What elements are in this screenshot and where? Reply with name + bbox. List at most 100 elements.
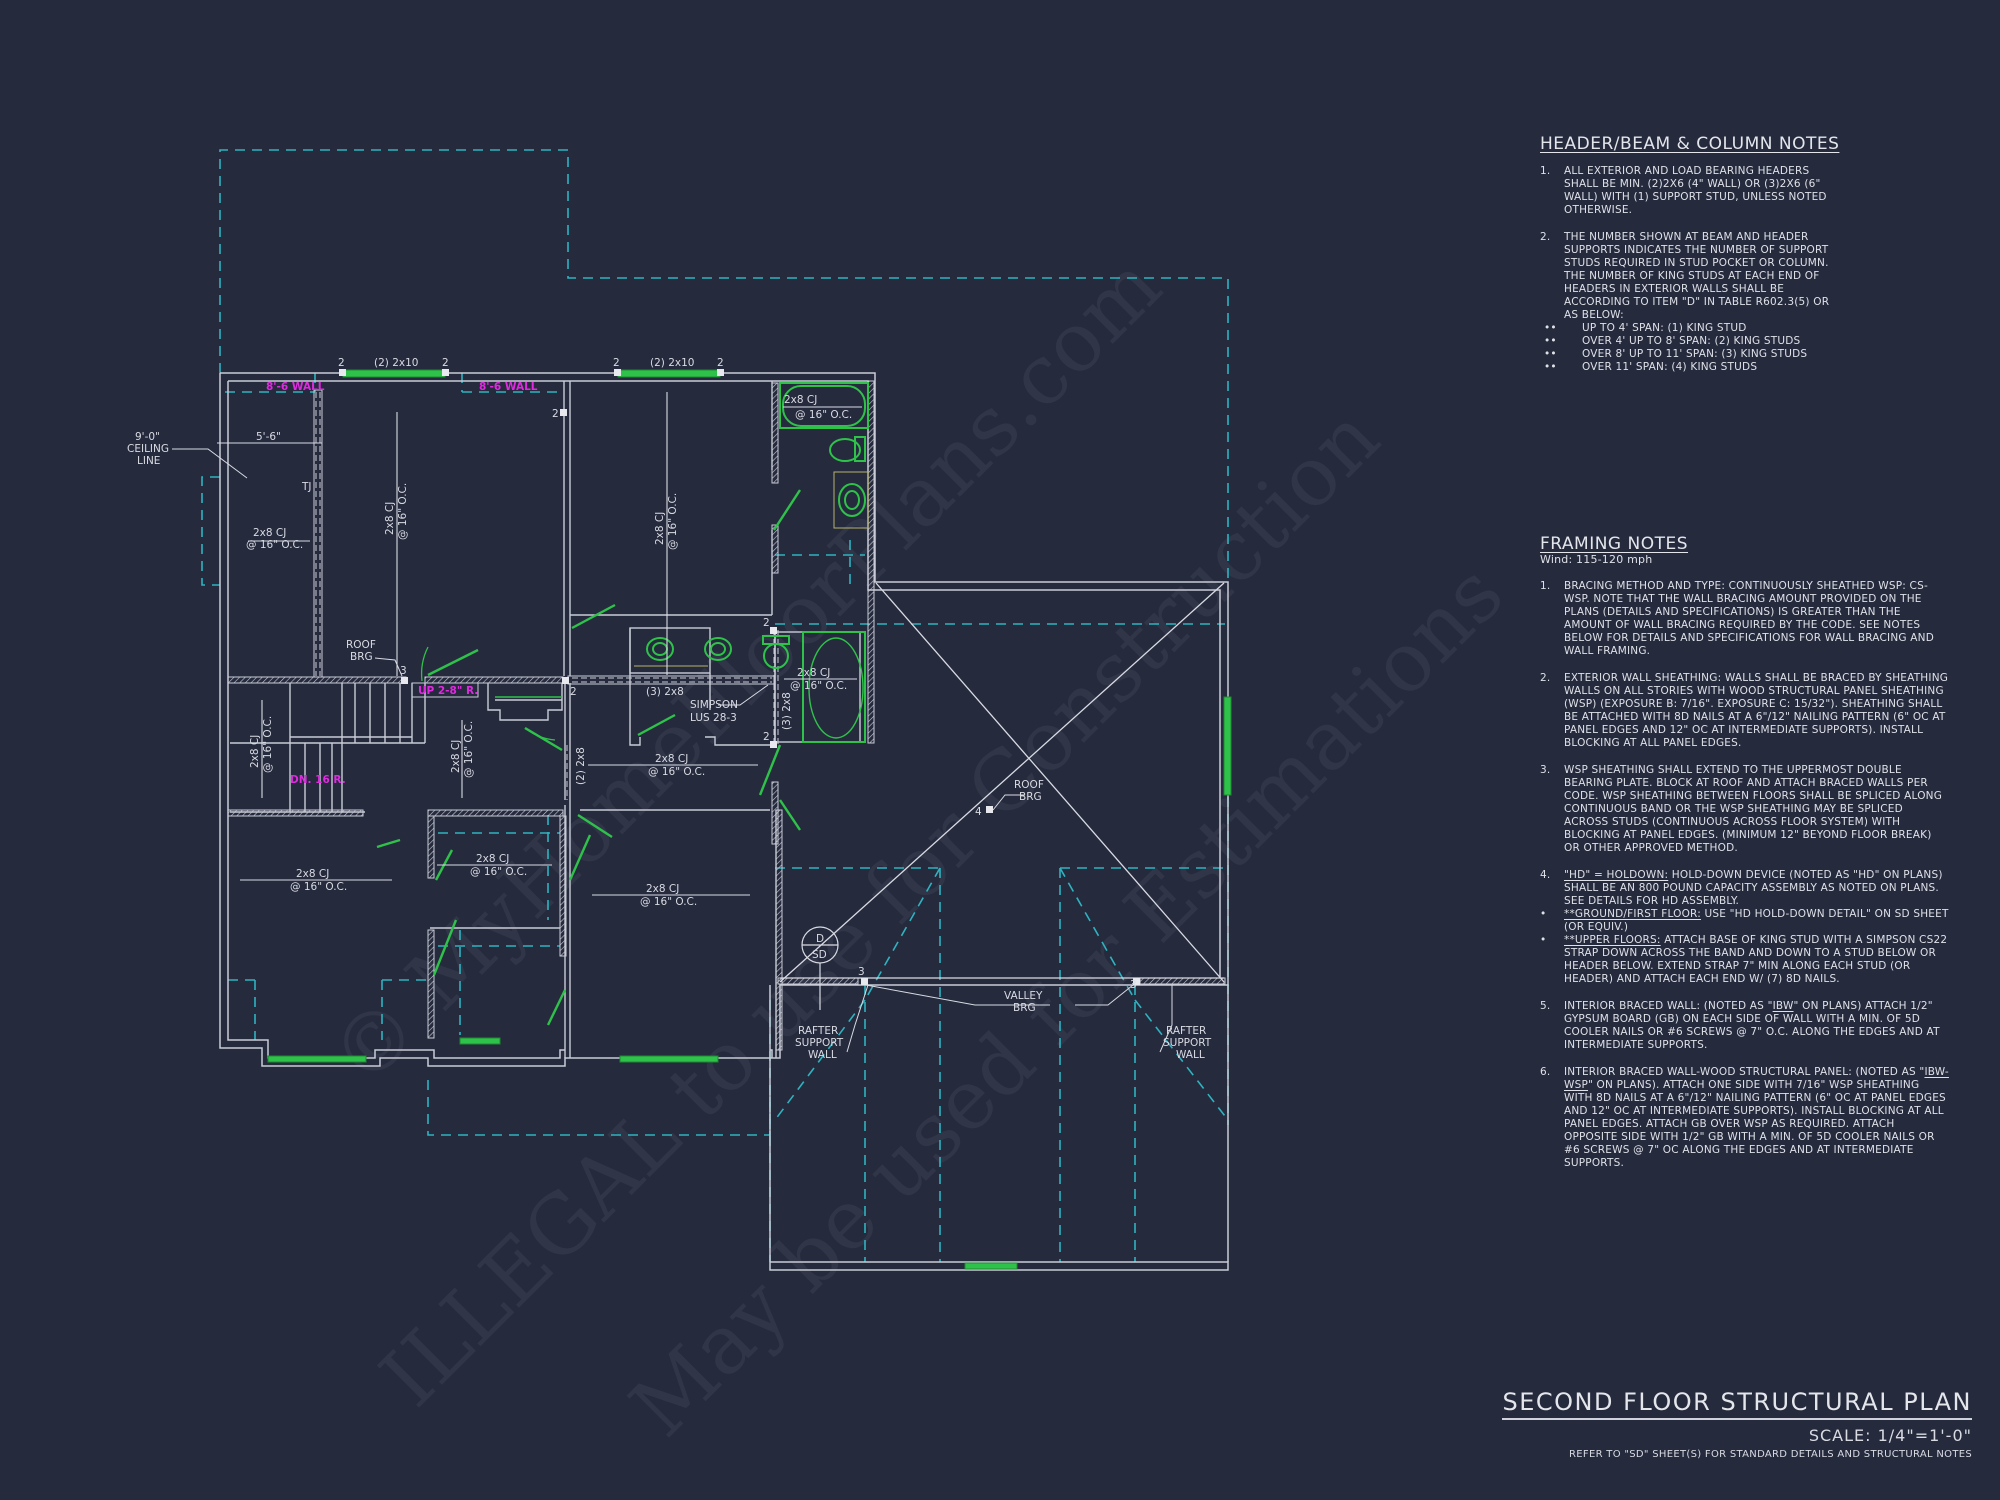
tj-label: TJ bbox=[301, 481, 312, 493]
stair-up-label: UP 2-8" R. bbox=[418, 685, 478, 697]
framing-note-2: 2. EXTERIOR WALL SHEATHING: WALLS SHALL … bbox=[1540, 672, 1950, 750]
support-count: 2 bbox=[717, 357, 724, 369]
note-text: "HD" = HOLDOWN: HOLD-DOWN DEVICE (NOTED … bbox=[1564, 869, 1950, 908]
holdown-bullet: • **UPPER FLOORS: ATTACH BASE OF KING ST… bbox=[1540, 934, 1950, 986]
joist-spacing: @ 16" O.C. bbox=[648, 766, 705, 778]
beam-label-vertical: (2) 2x8 bbox=[575, 747, 587, 785]
ceiling-line-label: 9'-0" bbox=[135, 431, 160, 443]
rafter-support-label: WALL bbox=[1176, 1049, 1205, 1061]
roof-outline-dashed bbox=[201, 149, 1229, 1262]
joist-label-vertical: 2x8 CJ bbox=[384, 502, 396, 535]
dimension-label: 5'-6" bbox=[256, 431, 281, 443]
note-number: 3. bbox=[1540, 764, 1551, 776]
joist-label: 2x8 CJ bbox=[655, 753, 688, 765]
header-label-left: (2) 2x10 bbox=[374, 357, 418, 369]
holdown-term: "HD" = HOLDOWN: bbox=[1564, 869, 1669, 881]
note-text: **UPPER FLOORS: ATTACH BASE OF KING STUD… bbox=[1564, 934, 1950, 986]
header-note-1: 1. ALL EXTERIOR AND LOAD BEARING HEADERS… bbox=[1540, 165, 1980, 217]
note-body: INTERIOR BRACED WALL: (NOTED AS " bbox=[1564, 1000, 1773, 1012]
support-count: 3 bbox=[1130, 979, 1137, 991]
bullet-text: OVER 11' SPAN: (4) KING STUDS bbox=[1582, 361, 1758, 373]
note-body: INTERIOR BRACED WALL-WOOD STRUCTURAL PAN… bbox=[1564, 1066, 1925, 1078]
rafter-support-label: RAFTER bbox=[798, 1025, 838, 1037]
note-text: INTERIOR BRACED WALL-WOOD STRUCTURAL PAN… bbox=[1564, 1066, 1950, 1170]
roof-bearing-label: ROOF bbox=[346, 639, 376, 651]
framing-notes: FRAMING NOTES Wind: 115-120 mph 1. BRACI… bbox=[1540, 534, 1950, 1170]
note-text: WSP SHEATHING SHALL EXTEND TO THE UPPERM… bbox=[1564, 764, 1943, 854]
bath-fixtures bbox=[646, 382, 869, 743]
support-count: 3 bbox=[400, 665, 407, 677]
roof-bearing-label: BRG bbox=[350, 651, 373, 663]
roof-hip-lines bbox=[779, 582, 1225, 983]
joist-spacing-vertical: @ 16" O.C. bbox=[397, 483, 409, 540]
note-body: HOLD-DOWN DEVICE (NOTED AS "HD" ON PLANS… bbox=[1564, 869, 1943, 907]
king-stud-bullet: ••OVER 11' SPAN: (4) KING STUDS bbox=[1544, 361, 1758, 373]
beams bbox=[315, 392, 779, 800]
support-count: 3 bbox=[858, 966, 865, 978]
joist-spacing-vertical: @ 16" O.C. bbox=[463, 721, 475, 778]
note-number: 1. bbox=[1540, 165, 1551, 177]
note-text: **GROUND/FIRST FLOOR: USE "HD HOLD-DOWN … bbox=[1564, 908, 1950, 934]
note-term: IBW bbox=[1772, 1000, 1794, 1012]
joist-spacing: @ 16" O.C. bbox=[640, 896, 697, 908]
wind-speed: Wind: 115-120 mph bbox=[1540, 553, 1653, 566]
note-text: EXTERIOR WALL SHEATHING: WALLS SHALL BE … bbox=[1564, 672, 1949, 749]
king-stud-bullet: ••UP TO 4' SPAN: (1) KING STUD bbox=[1544, 322, 1747, 334]
king-stud-bullet: ••OVER 4' UP TO 8' SPAN: (2) KING STUDS bbox=[1544, 335, 1801, 347]
beam-label: (3) 2x8 bbox=[646, 686, 684, 698]
note-term: IBW-WSP bbox=[1564, 1066, 1949, 1091]
sheet-scale: SCALE: 1/4"=1'-0" bbox=[1808, 1426, 1972, 1445]
note-text: THE NUMBER SHOWN AT BEAM AND HEADER SUPP… bbox=[1564, 231, 1830, 321]
joist-spacing: @ 16" O.C. bbox=[470, 866, 527, 878]
bullet-text: OVER 4' UP TO 8' SPAN: (2) KING STUDS bbox=[1582, 335, 1801, 347]
joist-spacing-vertical: @ 16" O.C. bbox=[262, 716, 274, 773]
ceiling-line-label: LINE bbox=[137, 455, 160, 467]
framing-note-1: 1. BRACING METHOD AND TYPE: CONTINUOUSLY… bbox=[1540, 580, 1950, 658]
bullet-body: USE "HD HOLD-DOWN DETAIL" ON SD SHEET (O… bbox=[1564, 908, 1949, 933]
support-count: 2 bbox=[338, 357, 345, 369]
rafter-support-label: SUPPORT bbox=[795, 1037, 844, 1049]
roof-bearing-label: BRG bbox=[1019, 791, 1042, 803]
joist-label: 2x8 CJ bbox=[253, 527, 286, 539]
joist-label: 2x8 CJ bbox=[646, 883, 679, 895]
sheet-reference: REFER TO "SD" SHEET(S) FOR STANDARD DETA… bbox=[1569, 1449, 1972, 1460]
exterior-walls bbox=[219, 372, 1229, 1271]
joist-label: 2x8 CJ bbox=[476, 853, 509, 865]
joist-label: 2x8 CJ bbox=[784, 394, 817, 406]
note-body: " ON PLANS) ATTACH 1/2" GYPSUM BOARD (GB… bbox=[1564, 1000, 1940, 1051]
rafter-support-label: RAFTER bbox=[1166, 1025, 1206, 1037]
detail-bubble-number: D bbox=[816, 933, 824, 945]
note-number: 2. bbox=[1540, 231, 1551, 243]
roof-bearing-label: ROOF bbox=[1014, 779, 1044, 791]
hanger-label: SIMPSON bbox=[690, 699, 738, 711]
note-number: 1. bbox=[1540, 580, 1551, 592]
hanger-label: LUS 28-3 bbox=[690, 712, 737, 724]
support-count: 2 bbox=[763, 617, 770, 629]
support-count: 2 bbox=[442, 357, 449, 369]
ceiling-line-label: CEILING bbox=[127, 443, 169, 455]
header-notes-title: HEADER/BEAM & COLUMN NOTES bbox=[1540, 134, 1840, 154]
support-count: 4 bbox=[975, 806, 982, 818]
stair-down-label: DN. 16 R. bbox=[290, 774, 346, 786]
joist-spacing: @ 16" O.C. bbox=[795, 409, 852, 421]
support-count: 2 bbox=[763, 731, 770, 743]
note-number: 6. bbox=[1540, 1066, 1551, 1078]
beam-label-vertical: (3) 2x8 bbox=[781, 692, 793, 730]
dimension-lines bbox=[217, 392, 862, 896]
bullet-text: OVER 8' UP TO 11' SPAN: (3) KING STUDS bbox=[1582, 348, 1808, 360]
framing-note-3: 3. WSP SHEATHING SHALL EXTEND TO THE UPP… bbox=[1540, 764, 1950, 855]
joist-spacing: @ 16" O.C. bbox=[246, 539, 303, 551]
bullet-term: **GROUND/FIRST FLOOR: bbox=[1564, 908, 1701, 920]
header-label-right: (2) 2x10 bbox=[650, 357, 694, 369]
note-number: 2. bbox=[1540, 672, 1551, 684]
joist-spacing: @ 16" O.C. bbox=[290, 881, 347, 893]
support-count: 2 bbox=[552, 408, 559, 420]
holdown-bullet: • **GROUND/FIRST FLOOR: USE "HD HOLD-DOW… bbox=[1540, 908, 1950, 934]
joist-spacing-vertical: @ 16" O.C. bbox=[667, 493, 679, 550]
framing-notes-title: FRAMING NOTES bbox=[1540, 534, 1689, 554]
joist-label: 2x8 CJ bbox=[797, 667, 830, 679]
joist-label-vertical: 2x8 CJ bbox=[654, 512, 666, 545]
support-posts bbox=[339, 369, 1140, 985]
detail-bubble-sheet: SD bbox=[812, 949, 827, 961]
